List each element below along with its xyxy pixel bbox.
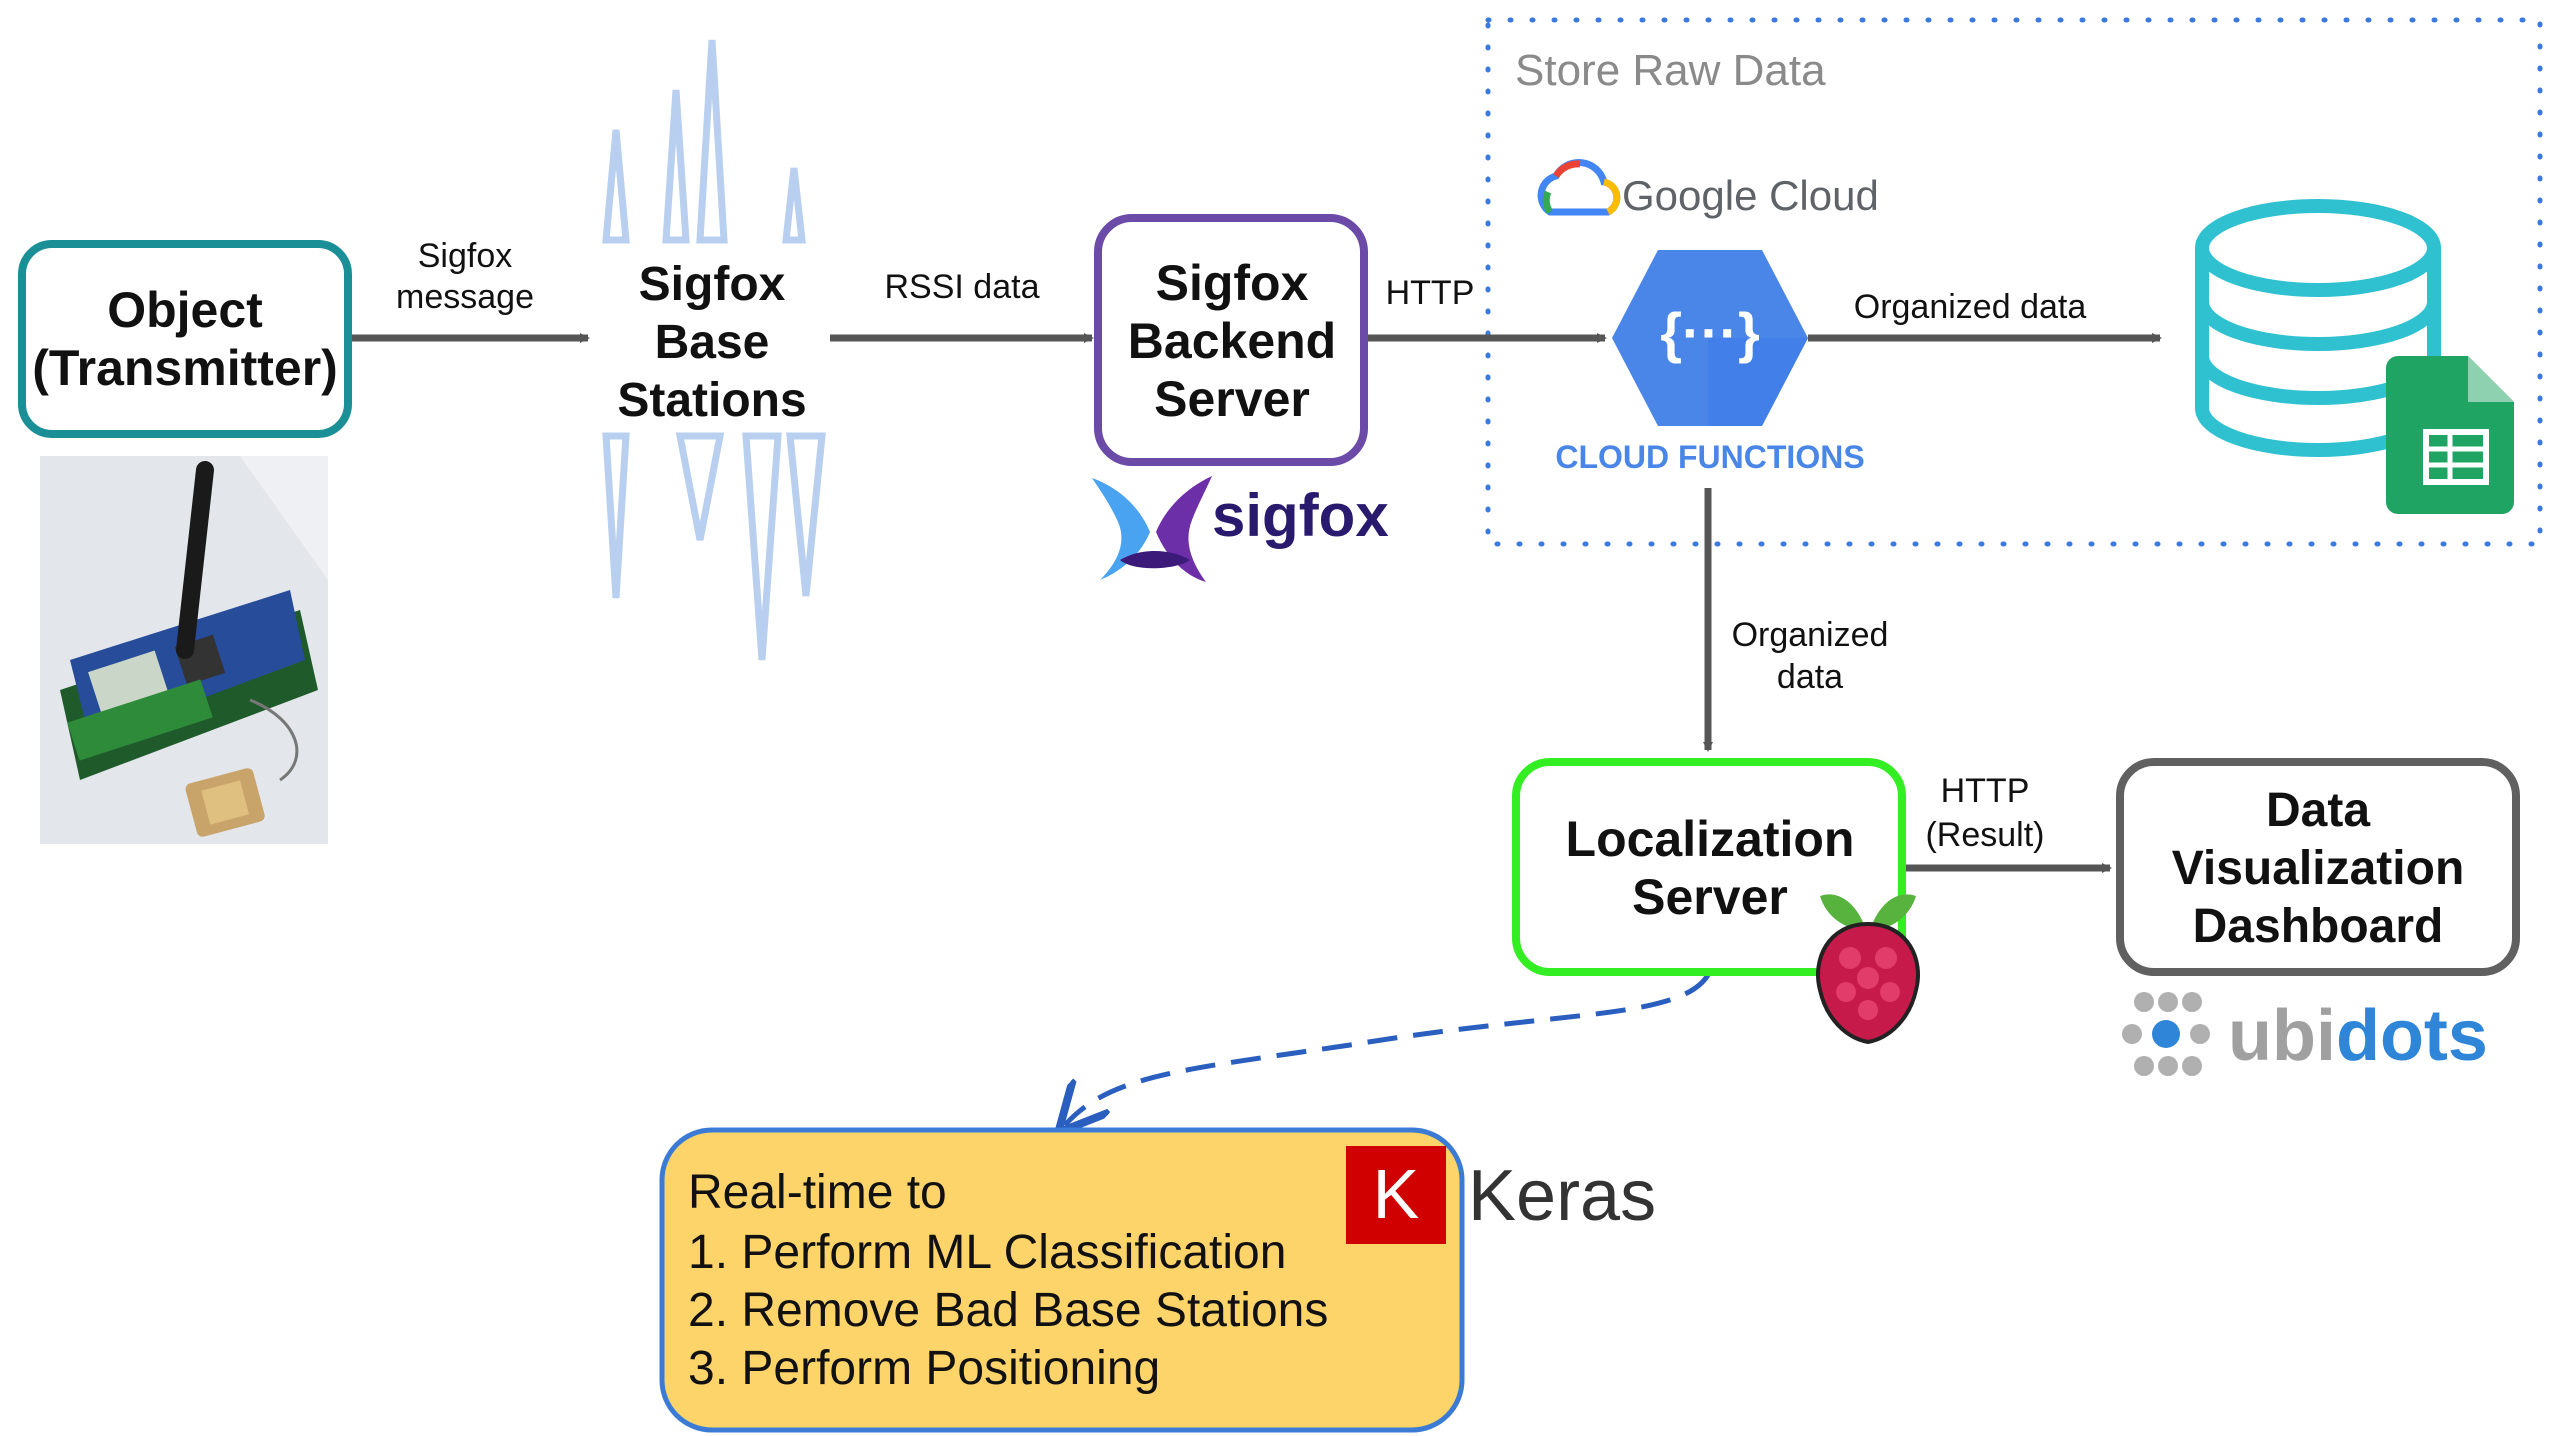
- edge-label-organized-data-v1: Organized: [1732, 616, 1889, 654]
- edge-label-sigfox-message-2: message: [396, 278, 534, 316]
- node-backend-line3: Server: [1154, 371, 1310, 427]
- cloud-functions-label: CLOUD FUNCTIONS: [1555, 439, 1864, 475]
- cloud-functions-icon: {···}: [1612, 250, 1808, 426]
- ml-line3: 2. Remove Bad Base Stations: [688, 1284, 1328, 1337]
- svg-text:{···}: {···}: [1660, 301, 1760, 364]
- edge-label-http-result-1: HTTP: [1941, 772, 2030, 810]
- google-cloud-wordmark: Google Cloud: [1622, 172, 1879, 219]
- sigfox-logo: sigfox: [1092, 476, 1389, 582]
- node-base-stations-line2: Base: [655, 316, 770, 369]
- node-ml-processing: [659, 1127, 1465, 1433]
- node-localization-server: [1512, 758, 1906, 976]
- ubidots-wordmark-a: ubidots: [2228, 996, 2488, 1076]
- google-cloud-logo: Google Cloud: [1537, 158, 1879, 219]
- node-object-line2: (Transmitter): [32, 340, 338, 396]
- node-localization-line1: Localization: [1566, 811, 1855, 867]
- node-backend-line1: Sigfox: [1156, 255, 1309, 311]
- ml-line4: 3. Perform Positioning: [688, 1342, 1160, 1395]
- node-object-line1: Object: [107, 282, 263, 338]
- edge-label-http: HTTP: [1386, 274, 1475, 312]
- edge-label-rssi: RSSI data: [885, 268, 1040, 306]
- edge-label-organized-data-v2: data: [1777, 658, 1843, 696]
- google-sheets-icon: [2386, 356, 2514, 514]
- keras-wordmark: Keras: [1468, 1156, 1656, 1236]
- node-data-visualization-dashboard: [2116, 758, 2520, 976]
- keras-k-glyph: K: [1373, 1155, 1420, 1233]
- node-object-transmitter: [18, 240, 352, 438]
- node-base-stations-line1: Sigfox: [639, 258, 786, 311]
- node-dashboard-line3: Dashboard: [2193, 900, 2444, 953]
- base-station-towers-icon: [602, 39, 826, 661]
- node-backend-line2: Backend: [1128, 313, 1336, 369]
- edge-label-organized-data: Organized data: [1854, 288, 2087, 326]
- transmitter-device-image: [40, 456, 328, 844]
- edge-label-http-result-2: (Result): [1925, 816, 2044, 854]
- dashed-arrow-localization-to-ml: [1065, 973, 1711, 1125]
- cloud-region-label: Store Raw Data: [1515, 46, 1826, 95]
- node-sigfox-backend-server: [1094, 214, 1368, 466]
- cloud-region-boundary: [1485, 17, 2543, 547]
- keras-logo: K Keras: [1346, 1146, 1656, 1244]
- node-base-stations-line3: Stations: [617, 374, 806, 427]
- raspberry-pi-icon: [1816, 894, 1920, 1045]
- node-dashboard-line1: Data: [2266, 784, 2370, 837]
- ubidots-wordmark-b: dots: [2336, 996, 2488, 1076]
- node-dashboard-line2: Visualization: [2172, 842, 2465, 895]
- ubidots-logo: ubidots: [2122, 992, 2488, 1076]
- ml-line1: Real-time to: [688, 1166, 947, 1219]
- node-localization-line2: Server: [1632, 869, 1788, 925]
- edge-label-sigfox-message-1: Sigfox: [418, 237, 513, 275]
- sigfox-wordmark: sigfox: [1212, 482, 1389, 549]
- ml-line2: 1. Perform ML Classification: [688, 1226, 1286, 1279]
